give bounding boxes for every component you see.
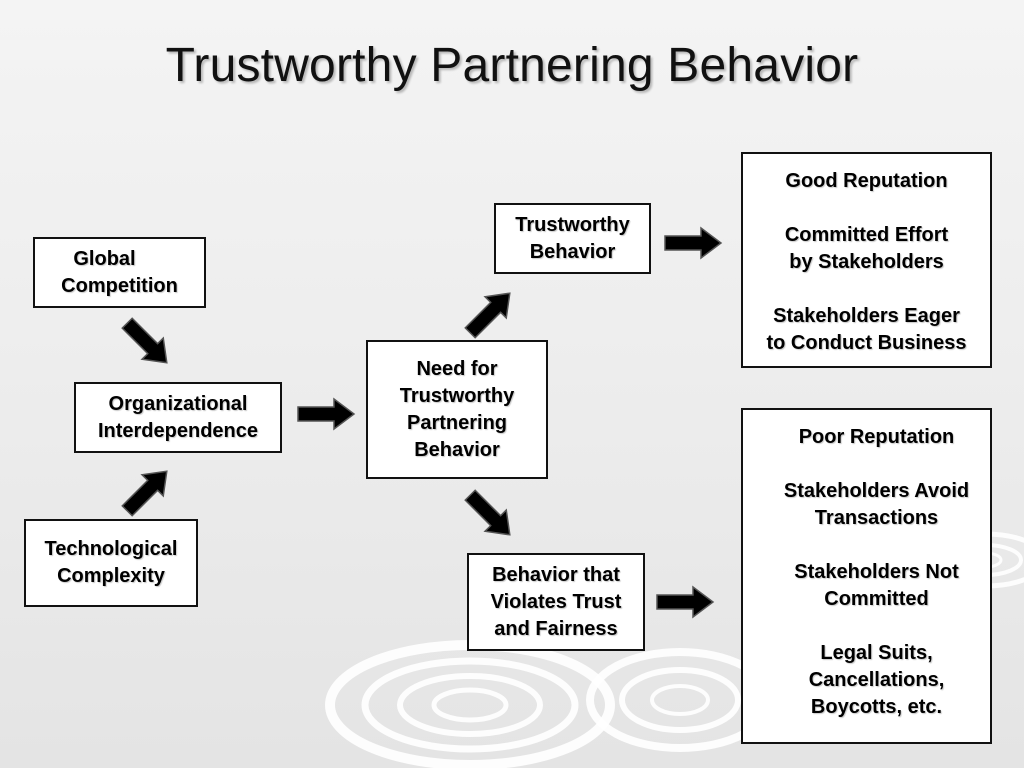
outcome-line: Committed <box>824 588 929 610</box>
outcome-line: Committed Effort <box>784 224 949 246</box>
outcomes-negative: Poor Reputation Stakeholders Avoid Trans… <box>741 408 992 744</box>
node-line: Global <box>73 247 136 270</box>
outcome-line: Stakeholders Eager <box>773 305 960 327</box>
node-line: Technological <box>44 538 178 560</box>
node-line: and Fairness <box>494 617 618 640</box>
outcome-line: Cancellations, <box>808 669 945 691</box>
outcome-line: Boycotts, etc. <box>810 696 943 718</box>
node-line: Trustworthy <box>515 213 630 236</box>
outcome-line: Good Reputation <box>785 170 948 192</box>
arrow-violating-to-negative <box>655 585 715 619</box>
node-need-for-trustworthy-partnering-behavior: Need for Trustworthy Partnering Behavior <box>366 340 548 479</box>
node-organizational-interdependence: Organizational Interdependence <box>74 382 282 453</box>
node-technological-complexity: Technological Complexity <box>24 519 198 607</box>
outcome-line: Legal Suits, <box>820 642 933 664</box>
outcome-line: Transactions <box>814 507 939 529</box>
arrow-global-to-interdependence <box>114 310 180 376</box>
outcome-line: to Conduct Business <box>766 332 967 354</box>
node-line: Behavior that <box>492 563 620 586</box>
node-line: Complexity <box>57 565 165 587</box>
outcome-line: by Stakeholders <box>789 251 944 273</box>
outcome-line: Stakeholders Not <box>794 561 959 583</box>
node-line: Partnering <box>406 411 508 434</box>
outcome-line: Poor Reputation <box>798 426 955 448</box>
node-line: Behavior <box>529 240 616 263</box>
node-line: Behavior <box>414 438 500 461</box>
arrow-interdependence-to-need <box>296 397 356 431</box>
node-line: Need for <box>416 357 498 380</box>
outcomes-positive: Good Reputation Committed Effort by Stak… <box>741 152 992 368</box>
arrow-trustworthy-to-positive <box>663 226 723 260</box>
node-line: Organizational <box>108 392 248 415</box>
page-title: Trustworthy Partnering Behavior <box>165 39 859 92</box>
arrow-need-to-violating <box>457 482 523 548</box>
node-line: Interdependence <box>97 419 259 442</box>
node-line: Competition <box>61 274 178 297</box>
outcome-line: Stakeholders Avoid <box>783 480 970 502</box>
node-global-competition: Global Competition <box>33 237 206 308</box>
arrow-need-to-trustworthy <box>457 280 523 346</box>
node-line: Trustworthy <box>399 384 515 407</box>
node-line: Violates Trust <box>490 590 622 613</box>
arrow-technology-to-interdependence <box>114 458 180 524</box>
node-trustworthy-behavior: Trustworthy Behavior <box>494 203 651 274</box>
node-violating-behavior: Behavior that Violates Trust and Fairnes… <box>467 553 645 651</box>
